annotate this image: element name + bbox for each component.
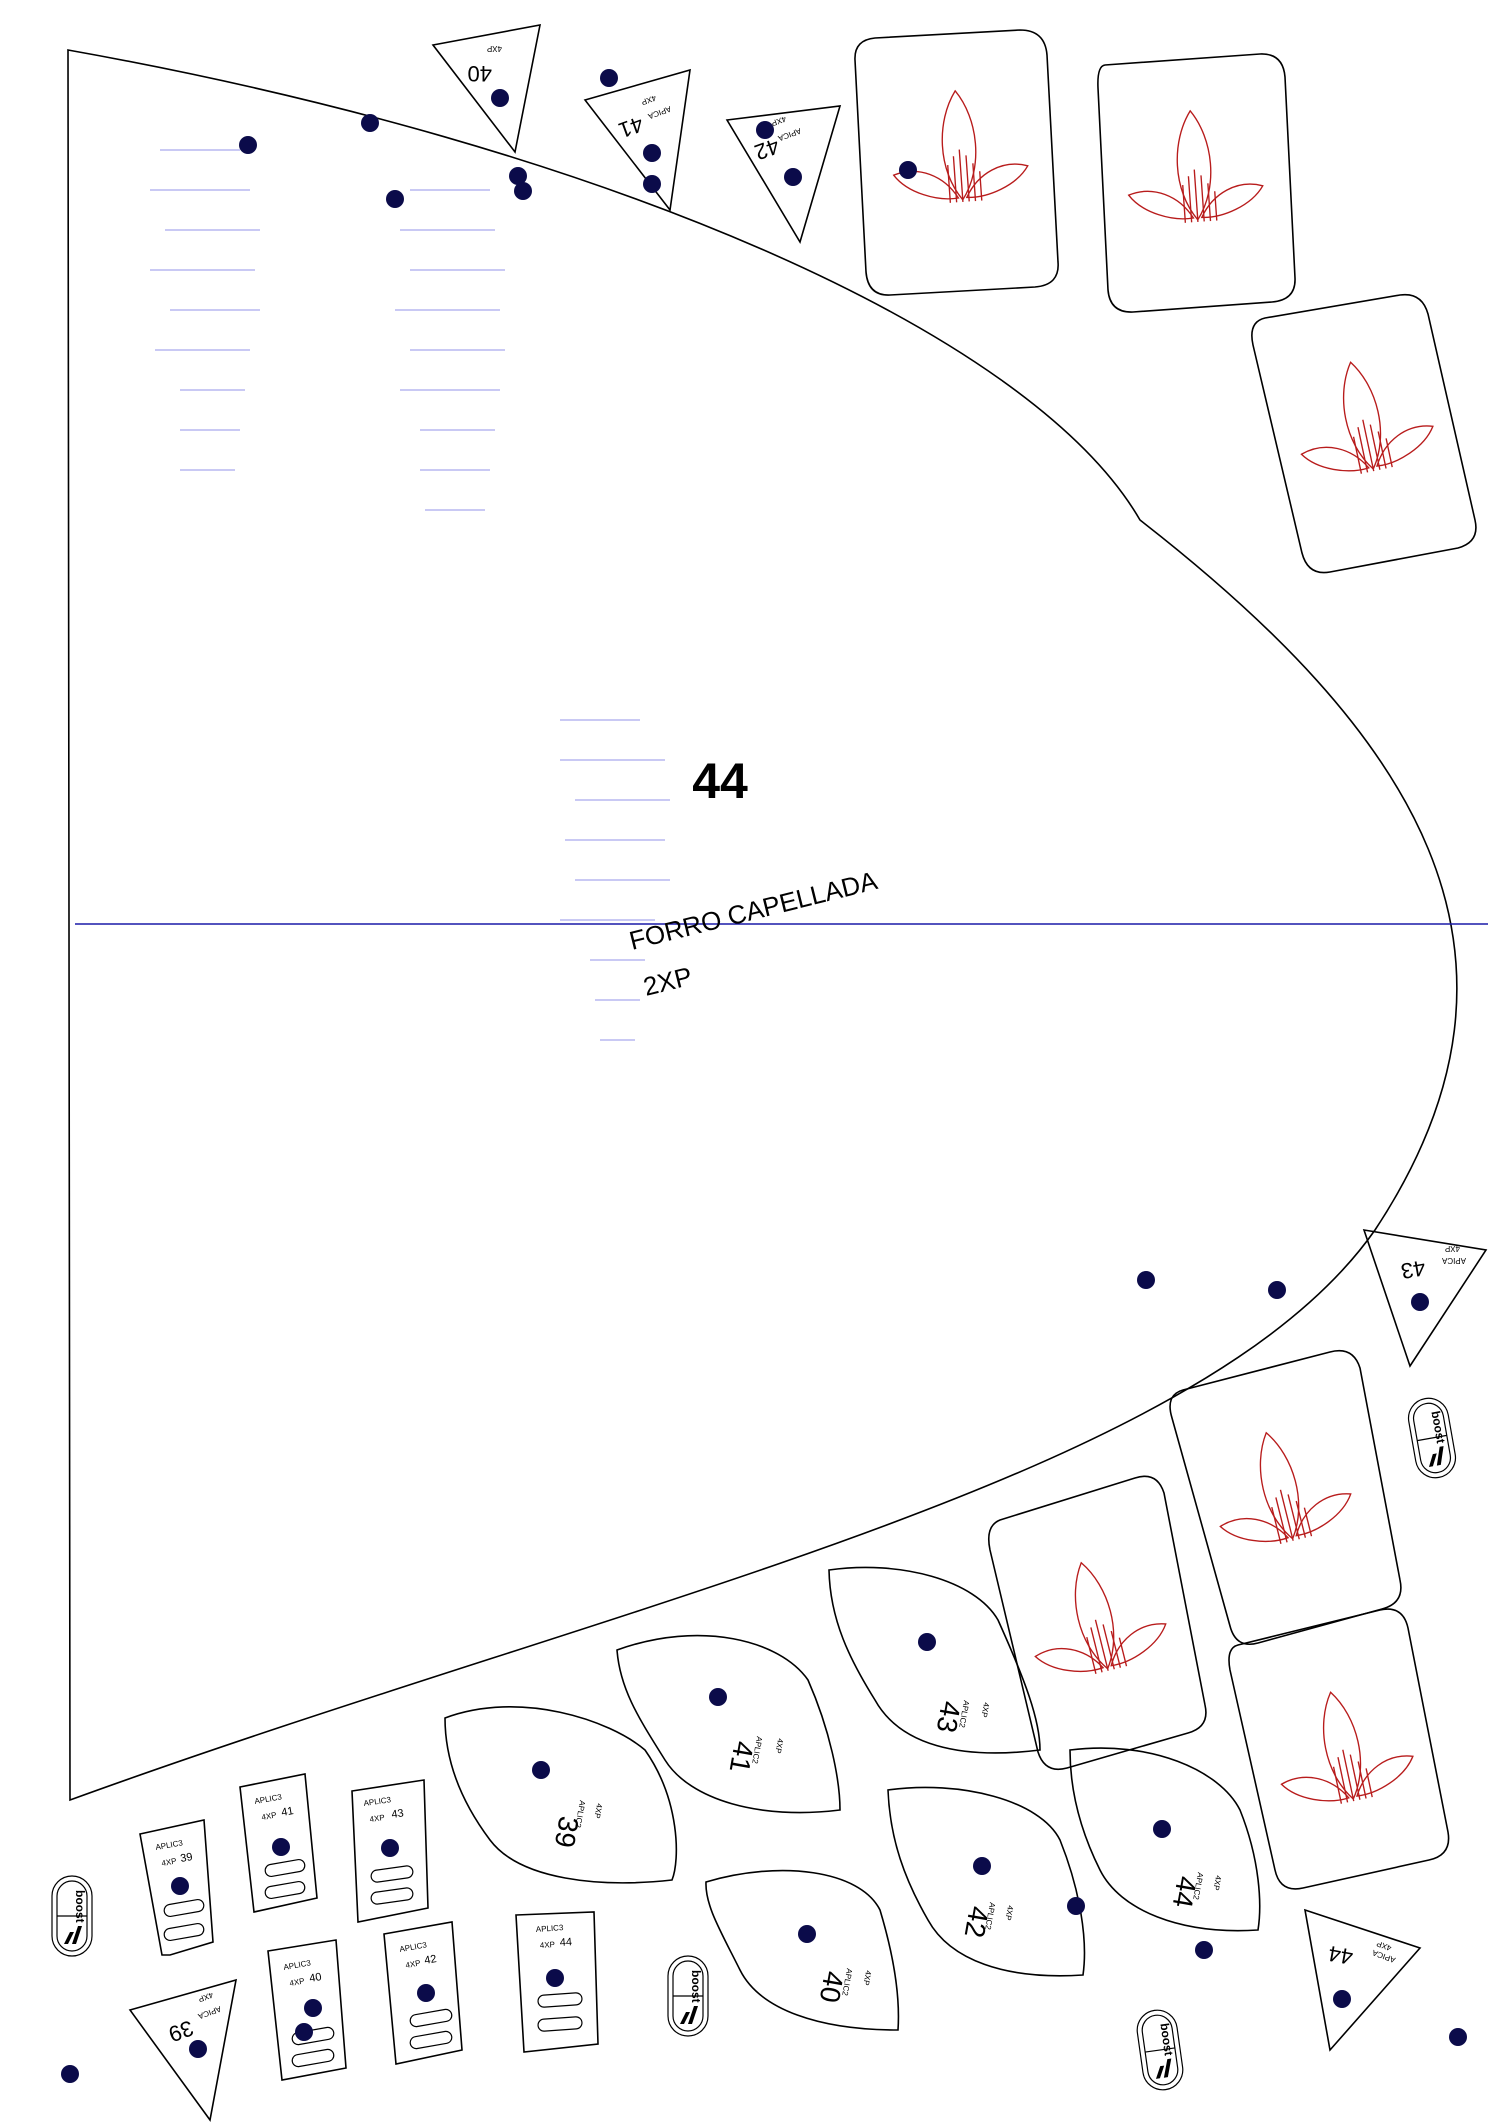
svg-text:4XP: 4XP (640, 93, 657, 107)
logo-card-5 (987, 1475, 1207, 1771)
aplic3-tab-44: APLIC3 4XP 44 (515, 1911, 599, 2053)
piece-name-label: FORRO CAPELLADA (626, 865, 881, 956)
logo-card-1 (854, 29, 1059, 296)
svg-text:40: 40 (468, 61, 492, 86)
svg-text:4XP: 4XP (487, 44, 502, 53)
svg-text:4XP: 4XP (979, 1702, 990, 1718)
apica-triangle-43: 4XP APICA 43 (1362, 1228, 1488, 1368)
svg-text:APICA: APICA (196, 2004, 222, 2021)
svg-text:4XP: 4XP (592, 1803, 603, 1819)
svg-text:42: 42 (959, 1904, 995, 1940)
logo-card-4 (1169, 1349, 1402, 1645)
quantity-label: 2XP (640, 961, 695, 1002)
svg-text:4XP: 4XP (1445, 1244, 1460, 1253)
aplic2-leaf-43: 43 APLIC2 4XP (828, 1566, 1041, 1754)
svg-text:boost: boost (1157, 2022, 1175, 2056)
svg-text:40: 40 (308, 1971, 322, 1985)
boost-badge-4: boost (1404, 1394, 1460, 1482)
svg-text:APICA: APICA (646, 104, 672, 121)
aplic3-tab-42: APLIC3 4XP 42 (383, 1921, 463, 2065)
svg-text:43: 43 (391, 1807, 405, 1821)
svg-text:4XP: 4XP (369, 1813, 385, 1824)
apica-triangle-41: 4XP APICA 41 (583, 68, 691, 212)
svg-text:43: 43 (931, 1699, 967, 1735)
svg-text:41: 41 (615, 111, 647, 143)
size-label: 44 (692, 753, 748, 809)
svg-text:APICA: APICA (1441, 1256, 1466, 1265)
svg-text:4XP: 4XP (405, 1958, 421, 1969)
svg-text:4XP: 4XP (861, 1970, 872, 1986)
faint-marks (150, 149, 670, 1041)
svg-text:APLIC3: APLIC3 (536, 1923, 565, 1934)
svg-text:39: 39 (179, 1851, 193, 1865)
svg-text:4XP: 4XP (197, 1990, 214, 2004)
boost-badge-2: boost (667, 1955, 709, 2037)
aplic3-tab-43: APLIC3 4XP 43 (351, 1779, 429, 1923)
svg-text:4XP: 4XP (540, 1940, 556, 1950)
forro-capellada-outline (67, 49, 1458, 1802)
svg-text:APLIC3: APLIC3 (254, 1792, 283, 1806)
reference-dots (61, 69, 1467, 2083)
aplic2-leaf-39: 39 APLIC2 4XP (444, 1706, 678, 1884)
svg-text:4XP: 4XP (773, 1738, 784, 1754)
apica-triangle-44: 4XP APICA 44 (1303, 1908, 1422, 2052)
svg-text:4XP: 4XP (261, 1810, 277, 1821)
svg-text:43: 43 (1399, 1255, 1427, 1284)
svg-text:39: 39 (549, 1814, 585, 1850)
svg-text:40: 40 (814, 1969, 850, 2005)
svg-text:boost: boost (1428, 1410, 1447, 1445)
apica-triangle-40: 4XP 40 (431, 23, 542, 154)
svg-text:44: 44 (559, 1936, 572, 1949)
svg-text:boost: boost (689, 1970, 703, 2003)
logo-card-6 (1228, 1608, 1450, 1890)
apica-triangle-42: 4XP APICA 42 (725, 105, 842, 244)
svg-text:41: 41 (280, 1805, 294, 1819)
svg-text:42: 42 (423, 1953, 437, 1967)
logo-card-3 (1251, 293, 1477, 574)
svg-text:4XP: 4XP (289, 1976, 305, 1987)
svg-text:APLIC3: APLIC3 (155, 1838, 184, 1852)
svg-text:boost: boost (73, 1890, 87, 1923)
svg-text:41: 41 (724, 1739, 760, 1775)
apica-triangle-39: 4XP APICA 39 (128, 1978, 238, 2122)
svg-text:4XP: 4XP (1211, 1875, 1222, 1891)
aplic2-leaf-41: 41 APLIC2 4XP (616, 1634, 841, 1814)
aplic2-leaf-44: 44 APLIC2 4XP (1069, 1747, 1261, 1932)
svg-text:APLIC3: APLIC3 (283, 1958, 312, 1972)
svg-text:APLIC3: APLIC3 (399, 1940, 428, 1954)
boost-badge-3: boost (1134, 2007, 1186, 2093)
logo-card-2 (1097, 53, 1296, 313)
svg-text:4XP: 4XP (1003, 1905, 1014, 1921)
aplic2-leaf-40: 40 APLIC2 4XP (705, 1869, 900, 2031)
boost-badge-1: boost (51, 1875, 93, 1957)
svg-text:APICA: APICA (776, 126, 802, 143)
aplic2-leaf-42: 42 APLIC2 4XP (887, 1786, 1086, 1977)
svg-text:APLIC3: APLIC3 (363, 1795, 392, 1808)
svg-text:APLIC2: APLIC2 (573, 1800, 587, 1829)
svg-text:44: 44 (1167, 1874, 1203, 1910)
svg-text:44: 44 (1326, 1941, 1354, 1970)
svg-text:4XP: 4XP (161, 1856, 177, 1867)
